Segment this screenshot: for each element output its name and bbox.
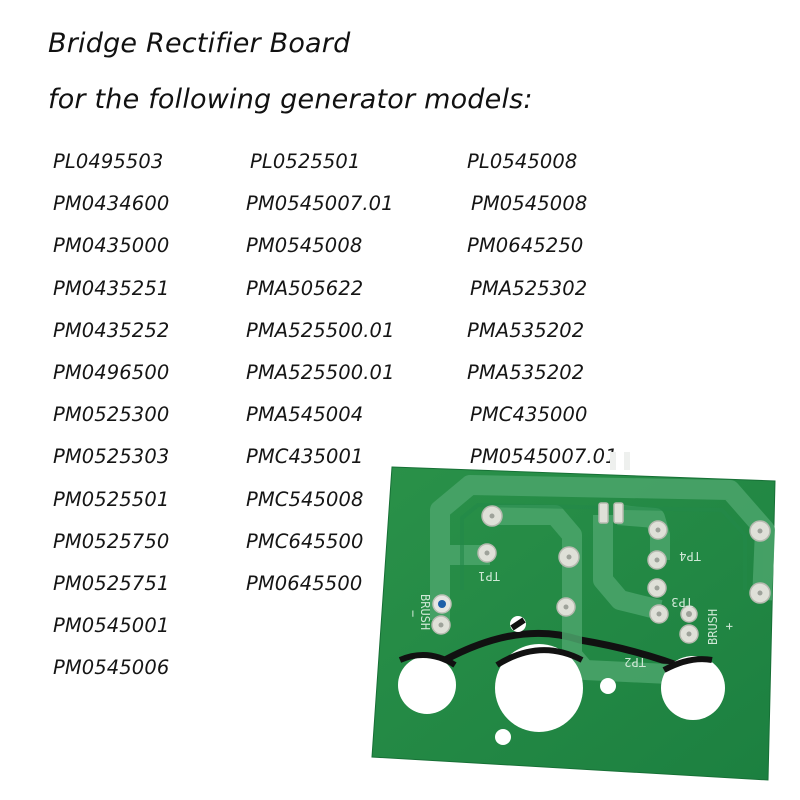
model-number: PMA525500.01 bbox=[246, 318, 395, 342]
model-number: PM0435252 bbox=[53, 318, 170, 342]
model-number: PL0525501 bbox=[250, 150, 361, 173]
label-brush-positive-sign: + bbox=[722, 623, 736, 630]
model-number: PMA535202 bbox=[467, 318, 585, 342]
model-number: PM0545008 bbox=[246, 234, 363, 258]
model-number: PM0545007.01 bbox=[470, 445, 618, 469]
model-number: PMA505622 bbox=[246, 276, 364, 300]
label-tp4: TP4 bbox=[679, 549, 701, 563]
model-number: PM0645500 bbox=[246, 572, 363, 595]
model-number: PM0435000 bbox=[53, 234, 170, 258]
model-number: PM0525750 bbox=[53, 529, 170, 553]
model-number: PM0525751 bbox=[53, 572, 170, 595]
model-number: PMA545004 bbox=[246, 403, 364, 427]
heading-subtitle: for the following generator models: bbox=[48, 84, 533, 115]
model-number: PM0645250 bbox=[467, 234, 584, 258]
label-tp1: TP1 bbox=[478, 569, 500, 583]
label-brush-positive: BRUSH bbox=[706, 609, 720, 645]
model-number: PM0435251 bbox=[53, 276, 170, 300]
label-brush-negative-sign: − bbox=[406, 610, 420, 617]
connector-pins bbox=[610, 452, 630, 470]
model-number: PMC435001 bbox=[246, 445, 364, 469]
model-number: PM0434600 bbox=[53, 192, 170, 216]
model-number: PMC435000 bbox=[470, 403, 588, 427]
model-number: PM0545008 bbox=[471, 192, 588, 216]
model-number: PMA525500.01 bbox=[246, 361, 395, 384]
model-number: PM0496500 bbox=[53, 361, 170, 384]
model-number: PM0525303 bbox=[53, 445, 170, 469]
label-brush-negative: BRUSH bbox=[418, 594, 432, 630]
model-number: PL0545008 bbox=[467, 150, 578, 173]
model-number: PM0545006 bbox=[53, 656, 170, 680]
via-blue bbox=[432, 594, 452, 614]
model-number: PL0495503 bbox=[53, 150, 164, 173]
model-number: PM0525501 bbox=[53, 487, 170, 511]
model-number: PMC545008 bbox=[246, 487, 364, 511]
pad-holes bbox=[438, 513, 763, 637]
mounting-holes bbox=[398, 616, 725, 745]
model-number: PM0545001 bbox=[53, 614, 170, 638]
model-number: PM0545007.01 bbox=[246, 192, 394, 216]
label-tp2: TP2 bbox=[624, 655, 646, 669]
model-number: PMA535202 bbox=[467, 361, 585, 384]
model-number: PMA525302 bbox=[470, 276, 588, 300]
model-number: PM0525300 bbox=[53, 403, 170, 427]
wire-visible bbox=[398, 617, 713, 673]
heading-title: Bridge Rectifier Board bbox=[48, 28, 351, 59]
model-number: PMC645500 bbox=[246, 529, 364, 553]
label-tp3: TP3 bbox=[671, 595, 693, 609]
